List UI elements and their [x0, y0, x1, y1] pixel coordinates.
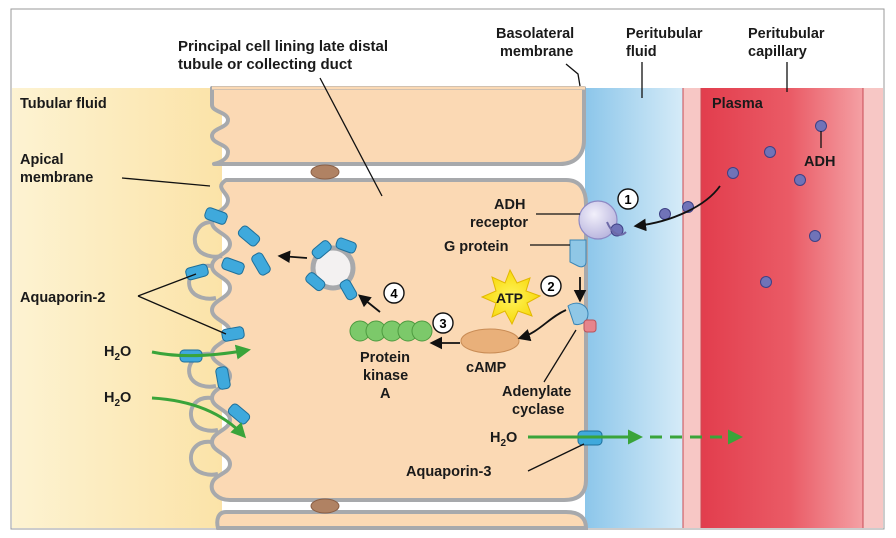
apical-membrane-fold — [189, 395, 219, 433]
principal-cell-label-line2: tubule or collecting duct — [178, 56, 352, 73]
pathway-arrows — [277, 185, 721, 350]
peritubular-capillary-label-line2: capillary — [748, 44, 807, 60]
camp-molecule — [460, 328, 520, 354]
adh-dot — [815, 120, 827, 132]
vesicle-aquaporins — [305, 237, 358, 301]
aquaporin-2-channel — [251, 252, 271, 276]
adh-dot — [764, 146, 776, 158]
aquaporin-2-channel — [221, 326, 245, 342]
aquaporin-vesicle — [310, 245, 356, 291]
adenylate-cyclase — [567, 302, 589, 325]
adh-dot — [760, 276, 772, 288]
capillary-wall-right — [863, 88, 883, 528]
plasma-label: Plasma — [712, 96, 764, 112]
adh-receptor — [578, 200, 618, 240]
water-arrows — [151, 344, 743, 445]
step-3-number: 3 — [439, 316, 446, 331]
step-2-marker: 2 — [540, 275, 562, 297]
apical-membrane-fold — [192, 220, 223, 259]
aquaporin2-leader-b — [137, 295, 227, 335]
water-arrow-1 — [151, 344, 251, 360]
tight-junction — [310, 498, 340, 514]
atp-burst — [480, 268, 542, 326]
adh-molecules — [659, 120, 827, 288]
adh-label: ADH — [804, 154, 835, 170]
adh-dot — [659, 208, 671, 220]
tubular-fluid-region — [12, 88, 222, 528]
apical-membrane-fold — [189, 439, 219, 477]
step-4-number: 4 — [390, 286, 398, 301]
basolateral-label-line2: membrane — [500, 44, 573, 60]
aquaporin-2-label: Aquaporin-2 — [20, 290, 105, 306]
protein-kinase-a — [349, 320, 433, 342]
adh-receptor-label-line1: ADH — [494, 197, 525, 213]
pka-to-vesicle-arrow — [358, 294, 381, 313]
tubular-fluid-label: Tubular fluid — [20, 96, 107, 112]
step-3-marker: 3 — [432, 312, 454, 334]
water-arrow-2 — [151, 396, 247, 439]
upper-neighbor-cell — [210, 86, 586, 166]
principal-cell-label-line1: Principal cell lining late distal — [178, 38, 388, 55]
adenylate-cyclase-label-line2: cyclase — [512, 402, 564, 418]
step-4-marker: 4 — [383, 282, 405, 304]
leader-lines — [121, 62, 822, 472]
camp-label: cAMP — [466, 360, 507, 376]
aquaporin-2-channel — [215, 366, 231, 390]
atp-label: ATP — [496, 290, 523, 306]
adh-dot — [794, 174, 806, 186]
protein-kinase-label-line3: A — [380, 386, 391, 402]
lower-neighbor-cell — [215, 510, 589, 530]
plasma-region — [701, 88, 863, 528]
atp-to-camp-arrow — [517, 309, 567, 342]
aquaporin-2-channel — [204, 207, 228, 225]
protein-kinase-label-line2: kinase — [363, 368, 408, 384]
adh-binding-arrow — [633, 185, 721, 232]
step-1-number: 1 — [624, 192, 631, 207]
step-markers: 1 2 3 4 — [383, 188, 639, 334]
step-1-marker: 1 — [617, 188, 639, 210]
h2o-label-3: H2O — [490, 430, 517, 449]
tight-junction — [310, 164, 340, 180]
capillary-wall-left — [683, 88, 701, 528]
basolateral-label-line1: Basolateral — [496, 26, 574, 42]
aquaporin3-leader — [527, 443, 585, 472]
aquaporin-2-channel — [221, 257, 245, 275]
principal-cell — [209, 178, 588, 502]
protein-kinase-label-line1: Protein — [360, 350, 410, 366]
aquaporin2-leader-a — [137, 273, 197, 297]
peritubular-capillary-label-line1: Peritubular — [748, 26, 825, 42]
h2o-label-2: H2O — [104, 390, 131, 409]
adh-receptor-label-line2: receptor — [470, 215, 528, 231]
aquaporin-2-channel — [237, 225, 261, 247]
adenylate-cyclase-catalytic — [583, 319, 597, 333]
peritubular-fluid-region — [585, 88, 685, 528]
g-protein-label: G protein — [444, 239, 508, 255]
vesicle-to-membrane-arrow — [277, 250, 308, 264]
principal-cell-leader — [319, 77, 383, 197]
adh-dot — [727, 167, 739, 179]
apical-membrane-leader — [121, 177, 211, 187]
aquaporin-2-channel — [227, 403, 251, 425]
aquaporin-3-label: Aquaporin-3 — [406, 464, 491, 480]
apical-membrane-label-line2: membrane — [20, 170, 93, 186]
h2o-label-1: H2O — [104, 344, 131, 363]
adenylate-leader — [543, 329, 577, 383]
basolateral-leader — [565, 63, 581, 87]
adh-dot — [809, 230, 821, 242]
apical-membrane-label-line1: Apical — [20, 152, 64, 168]
adenylate-cyclase-label-line1: Adenylate — [502, 384, 571, 400]
peritubular-fluid-label-line2: fluid — [626, 44, 657, 60]
step-2-number: 2 — [547, 279, 554, 294]
g-protein — [569, 239, 587, 268]
peritubular-fluid-label-line1: Peritubular — [626, 26, 703, 42]
